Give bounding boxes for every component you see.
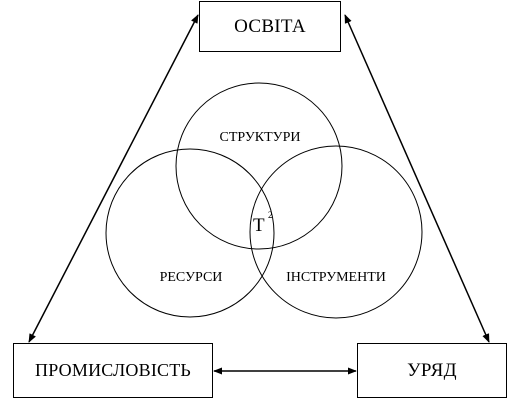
node-government-label: УРЯД: [407, 359, 457, 381]
node-education-label: ОСВІТА: [234, 15, 306, 37]
center-label: T: [253, 215, 265, 236]
circle-resources: [105, 148, 275, 318]
center-superscript: 2: [268, 210, 273, 220]
arrow-education-government: [344, 14, 490, 343]
circle-resources-label: РЕСУРСИ: [160, 270, 223, 285]
circle-instruments: [249, 145, 423, 319]
node-industry: ПРОМИСЛОВІСТЬ: [13, 343, 213, 398]
circle-structures-label: СТРУКТУРИ: [220, 130, 301, 145]
circle-instruments-label: ІНСТРУМЕНТИ: [286, 270, 386, 285]
circle-structures: [175, 82, 343, 250]
node-industry-label: ПРОМИСЛОВІСТЬ: [35, 360, 191, 380]
node-government: УРЯД: [357, 343, 507, 398]
node-education: ОСВІТА: [199, 1, 341, 52]
arrow-education-industry: [28, 14, 199, 343]
